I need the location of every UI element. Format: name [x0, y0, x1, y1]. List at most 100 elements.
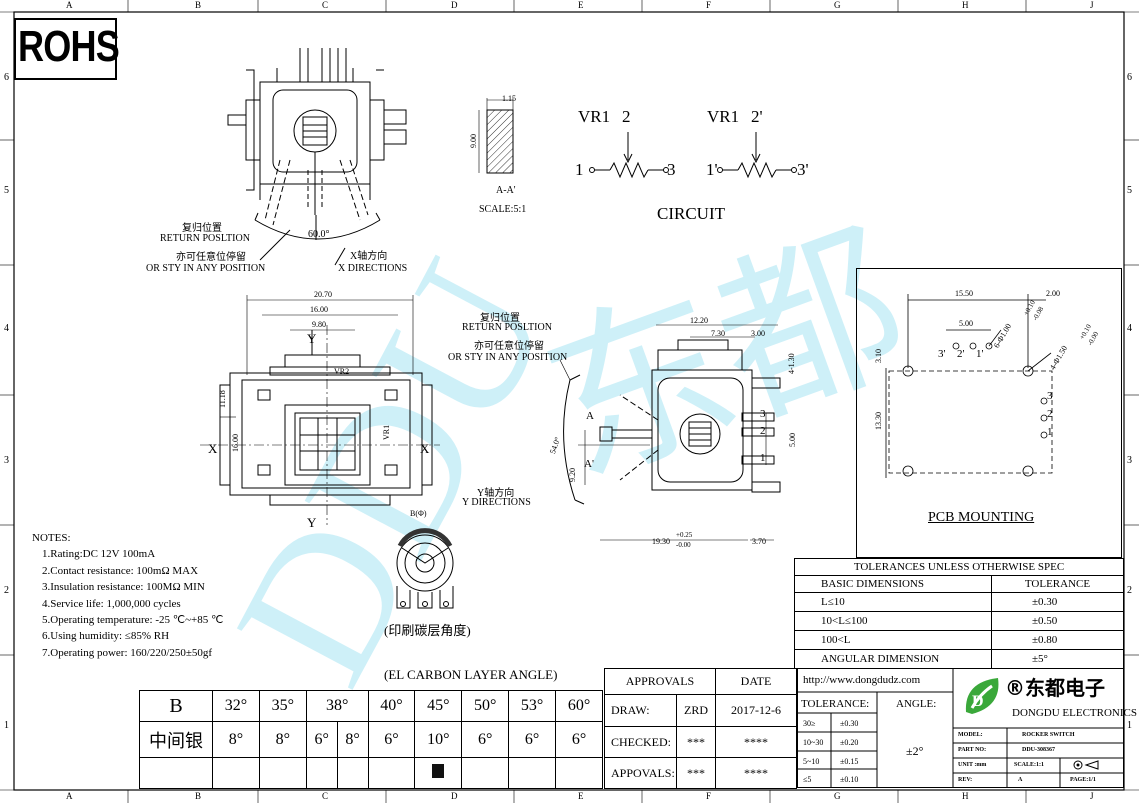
note-item: 2.Contact resistance: 100mΩ MAX: [42, 564, 199, 577]
carbon-silver-cell: 6°: [508, 721, 557, 758]
front-dim-16-00-v: 16.00: [231, 434, 240, 452]
circuit-pin2: 2: [622, 107, 631, 126]
frame-col-top: G: [834, 0, 841, 10]
pcb-dim-15-50: 15.50: [955, 289, 973, 298]
side-stay-en: OR STY IN ANY POSITION: [448, 352, 568, 363]
carbon-angle-cell: 32°: [212, 690, 260, 722]
frame-col-top: F: [706, 0, 712, 10]
carbon-silver-cell: 6°: [461, 721, 510, 758]
side-ydir-cn: Y轴方向: [477, 488, 515, 499]
section-scale: SCALE:5:1: [479, 204, 527, 215]
note-item: 3.Insulation resistance: 100MΩ MIN: [42, 581, 205, 594]
frame-row-right: 1: [1127, 720, 1132, 731]
rev-val: A: [1018, 777, 1023, 783]
pcb-pin-2: 2: [1047, 408, 1053, 420]
frame-col-top: J: [1090, 0, 1094, 10]
brand-cn: ®东都电子: [1005, 676, 1105, 700]
tolerance-value: ±0.50: [991, 611, 1124, 631]
note-item: 4.Service life: 1,000,000 cycles: [42, 597, 181, 610]
carbon-angle-table: B 32°35°38°40°45°50°53°60° 中间银 8°8°6°8°6…: [139, 690, 603, 789]
part-val: DDU-308367: [1022, 747, 1055, 753]
top-stay-en: OR STY IN ANY POSITION: [146, 263, 266, 274]
frame-col-bottom: A: [66, 791, 73, 801]
svg-text:D: D: [972, 693, 984, 710]
frame-col-bottom: H: [962, 791, 969, 801]
front-view-drawing: [200, 295, 440, 525]
side-dim-3-00: 3.00: [751, 329, 765, 338]
approvals-appovals-name: ***: [676, 757, 716, 789]
dongdu-logo-icon: D: [965, 678, 999, 714]
pcb-pin-1: 1: [1047, 426, 1053, 438]
frame-col-bottom: D: [451, 791, 458, 801]
top-return-en: RETURN POSLTION: [160, 233, 250, 244]
tolerance-dim: 100<L: [794, 630, 992, 650]
side-return-en: RETURN POSLTION: [462, 322, 552, 333]
side-dim-3-70: 3.70: [752, 537, 766, 546]
side-dim-9-20: 9.20: [568, 468, 577, 482]
carbon-angle-cell: 38°: [305, 690, 369, 722]
section-aa-drawing: [478, 98, 514, 174]
note-item: 7.Operating power: 160/220/250±50gf: [42, 646, 213, 659]
note-item: 6.Using humidity: ≤85% RH: [42, 630, 170, 643]
side-label-ap: A': [584, 458, 594, 470]
frame-row-left: 6: [4, 72, 9, 83]
approvals-appovals: APPOVALS:: [604, 757, 677, 789]
title-url: http://www.dongdudz.com: [803, 674, 921, 686]
tolerance-dim: ANGULAR DIMENSION: [794, 649, 992, 669]
frame-col-top: H: [962, 0, 969, 10]
projection-symbol-icon: [1073, 760, 1099, 770]
pcb-dim-5-00: 5.00: [959, 319, 973, 328]
side-dim-1-30: 4-1.30: [787, 353, 796, 374]
carbon-angle-cell: 45°: [414, 690, 463, 722]
frame-row-left: 2: [4, 585, 9, 596]
circuit-pin3p: 3': [797, 160, 809, 179]
approvals-draw: DRAW:: [604, 694, 677, 727]
tolerance-value: ±5°: [991, 649, 1124, 669]
pcb-mounting-drawing: [885, 294, 1053, 478]
frame-col-top: B: [195, 0, 202, 10]
circuit-pin3: 3: [667, 160, 676, 179]
frame-col-bottom: C: [322, 791, 329, 801]
approvals-checked: CHECKED:: [604, 726, 677, 758]
pcb-dim-13-30: 13.30: [874, 412, 883, 430]
side-pin1: 1: [760, 452, 766, 464]
title-tol-value: ±0.15: [840, 757, 859, 766]
circuit-pin2p: 2': [751, 107, 763, 126]
frame-row-left: 1: [4, 720, 9, 731]
carbon-angle-cell: 50°: [461, 690, 510, 722]
side-ydir-en: Y DIRECTIONS: [462, 497, 531, 508]
carbon-angle-cell: 40°: [367, 690, 416, 722]
side-dim-5-00: 5.00: [788, 433, 797, 447]
side-dim-12-20: 12.20: [690, 316, 708, 325]
circuit-vr1-b: VR1: [707, 107, 740, 126]
carbon-row2-head: 中间银: [139, 721, 213, 758]
tolerance-table: TOLERANCES UNLESS OTHERWISE SPEC BASIC D…: [794, 558, 1124, 669]
pcb-pin-2p: 2': [957, 348, 965, 360]
front-y-top: Y: [307, 331, 317, 346]
pcb-title: PCB MOUNTING: [928, 510, 1035, 525]
carbon-caption-cn: (印刷碳层角度): [384, 623, 471, 638]
circuit-title: CIRCUIT: [657, 204, 725, 223]
pcb-mounting-box: [856, 268, 1122, 558]
side-pin3: 3: [760, 408, 766, 420]
tolerance-dim: 10<L≤100: [794, 611, 992, 631]
pcb-dim-3-10: 3.10: [874, 349, 883, 363]
side-pin2: 2: [760, 425, 766, 437]
frame-row-right: 4: [1127, 323, 1132, 334]
note-item: 1.Rating:DC 12V 100mA: [42, 548, 156, 561]
title-block-lines: [797, 668, 1124, 788]
side-view-drawing: [559, 324, 781, 541]
rohs-label: ROHS: [18, 22, 120, 71]
carbon-row-head: B: [139, 690, 213, 722]
section-width-dim: 1.15: [502, 94, 516, 103]
carbon-silver-cell: 8°: [212, 721, 260, 758]
front-dim-16-00: 16.00: [310, 305, 328, 314]
frame-row-right: 6: [1127, 72, 1132, 83]
section-height-dim: 9.00: [469, 134, 478, 148]
unit-key: UNIT :mm: [958, 762, 987, 768]
rohs-badge: [14, 18, 117, 80]
side-dim-19-30: 19.30: [652, 537, 670, 546]
carbon-silver-cell: 6°: [305, 721, 338, 758]
carbon-caption-en: (EL CARBON LAYER ANGLE): [384, 667, 558, 682]
